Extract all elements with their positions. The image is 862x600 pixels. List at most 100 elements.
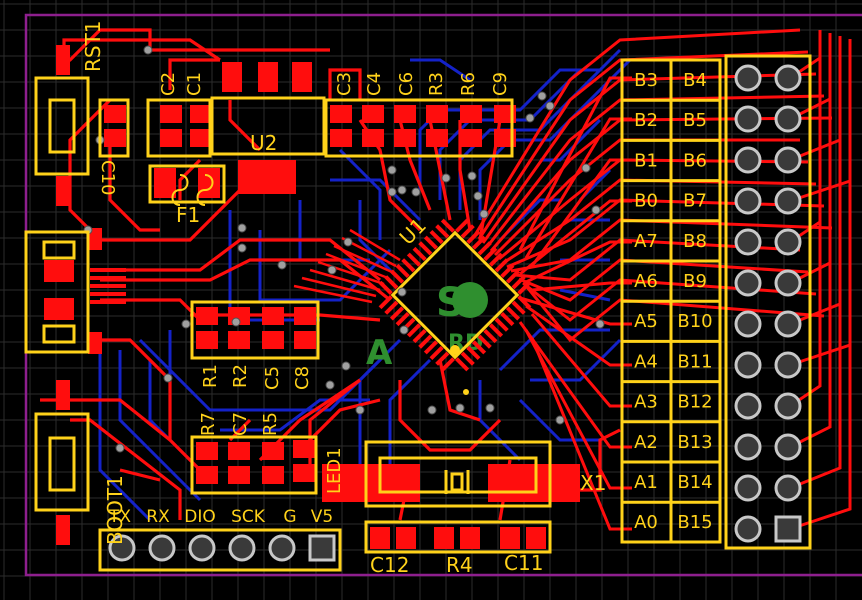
fuse-pad — [198, 168, 220, 198]
boot-button-outline — [34, 412, 90, 512]
via — [163, 373, 173, 383]
via — [427, 405, 437, 415]
fanout-trace — [481, 72, 817, 244]
label-c3: C3 — [334, 72, 355, 96]
via — [467, 171, 477, 181]
smd-pad — [394, 105, 416, 123]
mcu-pin — [455, 357, 470, 372]
pin-label-a5: A5 — [634, 311, 658, 332]
mcu-pin — [440, 357, 455, 372]
usb-finger — [90, 276, 126, 280]
header-right-pad — [734, 64, 762, 92]
via — [355, 405, 365, 415]
via — [343, 237, 353, 247]
u2-pin — [258, 62, 278, 92]
usb-finger — [90, 300, 126, 304]
via — [181, 319, 191, 329]
label-c2: C2 — [158, 72, 179, 96]
u2-pin — [222, 62, 242, 92]
crystal-pad-right — [488, 464, 580, 502]
mcu-pin — [384, 275, 399, 290]
label-c7: C7 — [230, 412, 251, 436]
pin-label-a3: A3 — [634, 392, 658, 413]
mcu-pin — [440, 218, 455, 233]
designators: RST1 BOOT1 U2 U1 X1 F1 LED1 C12 R4 C11 C… — [81, 20, 606, 577]
mcu-pin — [483, 328, 498, 344]
smd-pad — [196, 307, 218, 325]
usb-pad — [44, 298, 74, 320]
label-led1: LED1 — [324, 447, 345, 494]
pin-label-a7: A7 — [634, 231, 658, 252]
bottom-trace — [118, 350, 202, 502]
fanout-trace — [514, 238, 801, 282]
c1c2-outline — [146, 98, 212, 158]
mcu-pin — [423, 235, 439, 250]
via — [237, 223, 247, 233]
smd-pad — [396, 527, 416, 549]
mcu-pin — [488, 252, 504, 267]
via — [327, 265, 337, 275]
boot-button-inner — [48, 436, 76, 492]
header-right-pad — [774, 64, 802, 92]
bottom-caps-outline — [364, 520, 552, 554]
mcu-pin — [378, 280, 393, 295]
fuse-pad — [154, 168, 176, 198]
label-c10: C10 — [97, 160, 118, 195]
label-f1: F1 — [176, 203, 200, 227]
bottom-trace — [330, 178, 422, 222]
header-pad — [108, 534, 136, 562]
label-rst1: RST1 — [81, 20, 105, 72]
smd-pad — [262, 331, 284, 349]
pin-trace — [524, 329, 632, 490]
mcu-pin — [477, 241, 492, 256]
smd-pad — [500, 527, 520, 549]
mcu-trace — [349, 228, 401, 262]
c10-outline — [98, 98, 130, 158]
smd-pad — [526, 527, 546, 549]
usb-slot — [42, 324, 76, 344]
header-label-v5: V5 — [311, 507, 333, 527]
x1-outline — [364, 440, 552, 508]
pin1-marker — [450, 345, 460, 355]
smd-pad — [196, 466, 218, 484]
header-right-pad — [774, 105, 802, 133]
mcu-pin — [500, 263, 515, 279]
header-right-pad — [734, 310, 762, 338]
smd-pad — [370, 527, 390, 549]
rst-pad — [56, 176, 70, 206]
mcu-trace — [309, 268, 381, 292]
mcu-pin — [429, 229, 444, 245]
usb-finger — [90, 284, 126, 288]
crystal-pad-left — [322, 464, 420, 502]
mcu-pin — [517, 280, 532, 295]
label-c9: C9 — [490, 72, 511, 96]
smd-pad — [330, 129, 352, 147]
mcu-pin — [389, 269, 405, 284]
header-pad — [148, 534, 176, 562]
pin-label-b13: B13 — [677, 432, 712, 453]
label-c6: C6 — [396, 72, 417, 96]
r7-led-outline — [190, 435, 318, 495]
pin-trace — [519, 296, 632, 326]
smd-pad — [294, 307, 316, 325]
label-c4: C4 — [364, 72, 385, 96]
label-r2: R2 — [230, 364, 251, 388]
header-right-pad-square — [774, 515, 802, 543]
via — [455, 403, 465, 413]
pin-trace — [518, 321, 632, 449]
mcu-pin — [429, 345, 444, 361]
mcu-pin — [435, 351, 450, 366]
via — [581, 163, 591, 173]
smd-pad — [460, 129, 482, 147]
mcu-trace — [333, 244, 393, 274]
mcu-pin — [494, 258, 509, 273]
header-right-pad — [734, 146, 762, 174]
smd-pad — [362, 105, 384, 123]
header-bottom-outline — [98, 528, 342, 572]
usb-pad — [88, 228, 102, 250]
pin-label-b11: B11 — [677, 351, 712, 372]
mcu-pin — [395, 263, 410, 279]
via — [545, 101, 555, 111]
mcu-pin — [412, 246, 427, 262]
